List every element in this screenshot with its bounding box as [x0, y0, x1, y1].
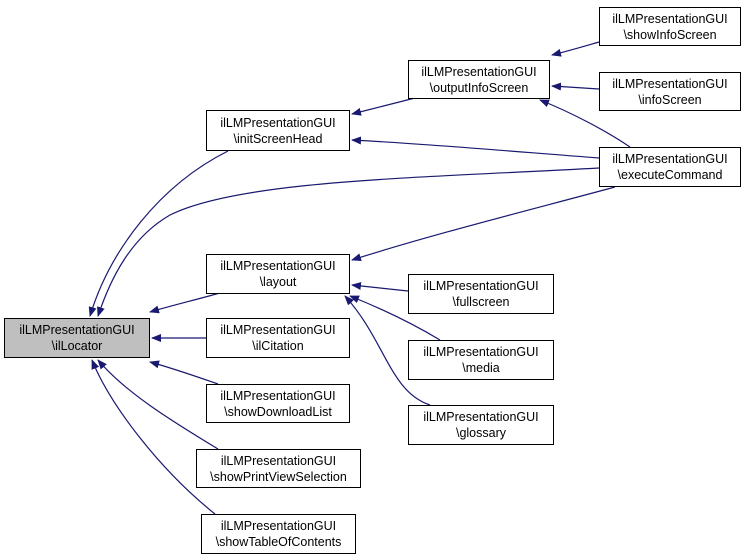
node-class-label: ilLMPresentationGUI [220, 388, 336, 403]
node-method-label: \showDownloadList [224, 404, 332, 419]
node-layout[interactable]: ilLMPresentationGUI \layout [206, 254, 350, 294]
edge-showPrintViewSelection-to-ilLocator [97, 359, 219, 450]
node-method-label: \media [462, 361, 500, 375]
node-class-label: ilLMPresentationGUI [423, 410, 539, 424]
node-class-label: ilLMPresentationGUI [612, 152, 728, 166]
node-class-label: ilLMPresentationGUI [220, 259, 336, 273]
node-class-label: ilLMPresentationGUI [220, 453, 337, 468]
node-showPrintViewSelection[interactable]: ilLMPresentationGUI \showPrintViewSelect… [196, 449, 361, 488]
edge-glossary-to-layout [344, 295, 431, 406]
edge-outputInfoScreen-to-initScreenHead [351, 97, 416, 116]
node-ilCitation[interactable]: ilLMPresentationGUI \ilCitation [206, 318, 350, 358]
node-showDownloadList[interactable]: ilLMPresentationGUI \showDownloadList [206, 384, 350, 423]
node-ilLocator[interactable]: ilLMPresentationGUI \ilLocator [4, 318, 150, 358]
node-method-label: \outputInfoScreen [429, 80, 529, 95]
edge-showTableOfContents-to-ilLocator [91, 359, 216, 515]
node-showTableOfContents[interactable]: ilLMPresentationGUI \showTableOfContents [201, 514, 356, 554]
edge-showDownloadList-to-ilLocator [149, 360, 219, 385]
edge-executeCommand-to-layout [351, 186, 616, 262]
node-method-label: \showInfoScreen [623, 27, 717, 42]
node-method-label: \showTableOfContents [215, 535, 342, 549]
node-method-label: \glossary [455, 426, 507, 440]
node-glossary[interactable]: ilLMPresentationGUI \glossary [408, 405, 554, 445]
node-class-label: ilLMPresentationGUI [612, 11, 728, 26]
node-executeCommand[interactable]: ilLMPresentationGUI \executeCommand [599, 147, 741, 187]
edge-executeCommand-to-ilLocator [97, 167, 600, 317]
edge-showInfoScreen-to-outputInfoScreen [551, 41, 600, 57]
node-method-label: \ilCitation [252, 339, 304, 353]
node-method-label: \infoScreen [638, 92, 702, 107]
node-class-label: ilLMPresentationGUI [423, 279, 539, 293]
edge-executeCommand-to-outputInfoScreen [539, 99, 631, 148]
node-method-label: \layout [259, 275, 297, 289]
node-class-label: ilLMPresentationGUI [421, 64, 537, 79]
node-initScreenHead[interactable]: ilLMPresentationGUI \initScreenHead [206, 110, 350, 151]
node-class-label: ilLMPresentationGUI [19, 323, 135, 337]
edge-executeCommand-to-initScreenHead [351, 136, 600, 159]
node-method-label: \ilLocator [51, 339, 103, 353]
node-class-label: ilLMPresentationGUI [220, 323, 336, 337]
node-method-label: \showPrintViewSelection [210, 469, 347, 484]
edge-media-to-layout [349, 295, 441, 341]
node-infoScreen[interactable]: ilLMPresentationGUI \infoScreen [599, 72, 741, 111]
node-class-label: ilLMPresentationGUI [220, 115, 336, 130]
node-outputInfoScreen[interactable]: ilLMPresentationGUI \outputInfoScreen [408, 60, 550, 99]
edge-layout-to-ilLocator [149, 292, 221, 314]
node-class-label: ilLMPresentationGUI [423, 345, 539, 359]
node-method-label: \fullscreen [452, 295, 510, 309]
node-method-label: \executeCommand [617, 168, 723, 182]
node-class-label: ilLMPresentationGUI [220, 519, 337, 533]
edge-infoScreen-to-outputInfoScreen [551, 82, 600, 91]
node-showInfoScreen[interactable]: ilLMPresentationGUI \showInfoScreen [599, 7, 741, 46]
node-media[interactable]: ilLMPresentationGUI \media [408, 340, 554, 380]
node-method-label: \initScreenHead [233, 131, 323, 146]
edge-fullscreen-to-layout [351, 282, 409, 292]
edge-initScreenHead-to-ilLocator [88, 150, 229, 317]
node-fullscreen[interactable]: ilLMPresentationGUI \fullscreen [408, 274, 554, 314]
node-class-label: ilLMPresentationGUI [612, 76, 728, 91]
